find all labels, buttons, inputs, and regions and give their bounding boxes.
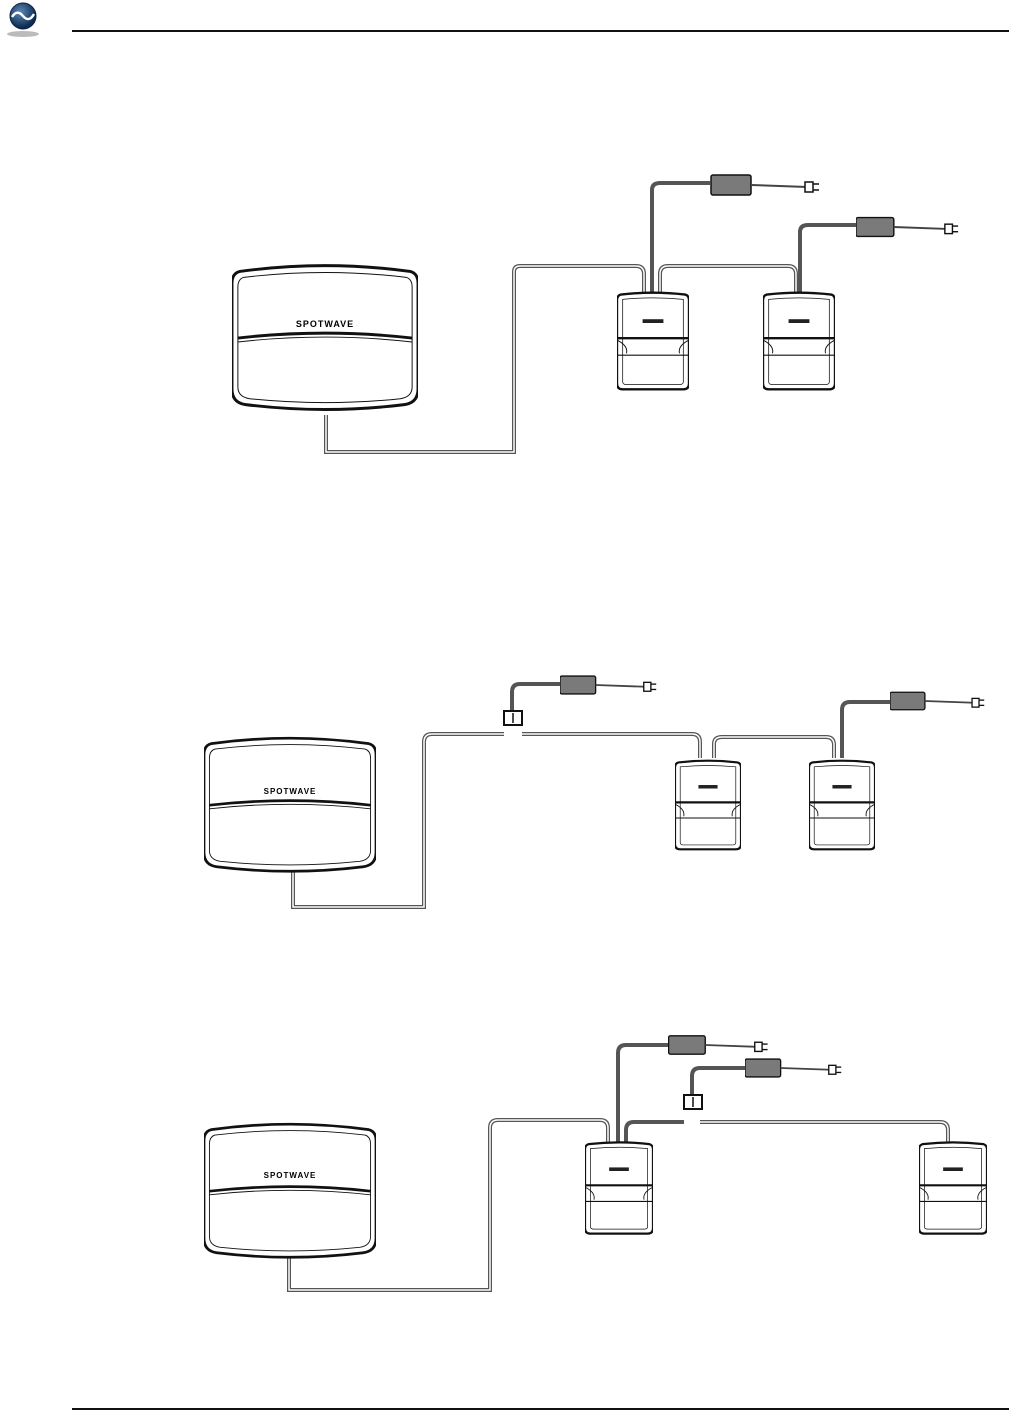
configuration-diagram-2: SPOTWAVE [0,660,1009,920]
configuration-diagram-3: SPOTWAVE [0,1020,1009,1300]
splitter [684,1095,702,1109]
brand-label: SPOTWAVE [296,319,354,329]
indoor-unit [763,293,835,390]
wave-globe-logo-icon [2,0,44,40]
footer-rule [72,1408,1009,1410]
power-adapter [560,676,656,694]
configuration-diagram-1: SPOTWAVE [0,160,1009,470]
power-adapter [890,692,984,709]
power-adapter [856,218,958,237]
outdoor-unit [232,266,418,410]
indoor-unit [617,293,689,390]
power-adapter [745,1059,841,1077]
outdoor-unit [204,738,376,871]
outdoor-unit [204,1124,376,1257]
brand-label: SPOTWAVE [264,1171,317,1180]
brand-label: SPOTWAVE [264,787,317,796]
splitter [504,711,522,725]
power-adapter [669,1036,768,1054]
header-rule [72,30,1009,32]
power-adapter [711,175,819,195]
indoor-unit [675,761,741,850]
indoor-unit [919,1142,987,1233]
indoor-unit [585,1142,653,1233]
indoor-unit [809,761,875,850]
coax-cable [293,684,892,907]
